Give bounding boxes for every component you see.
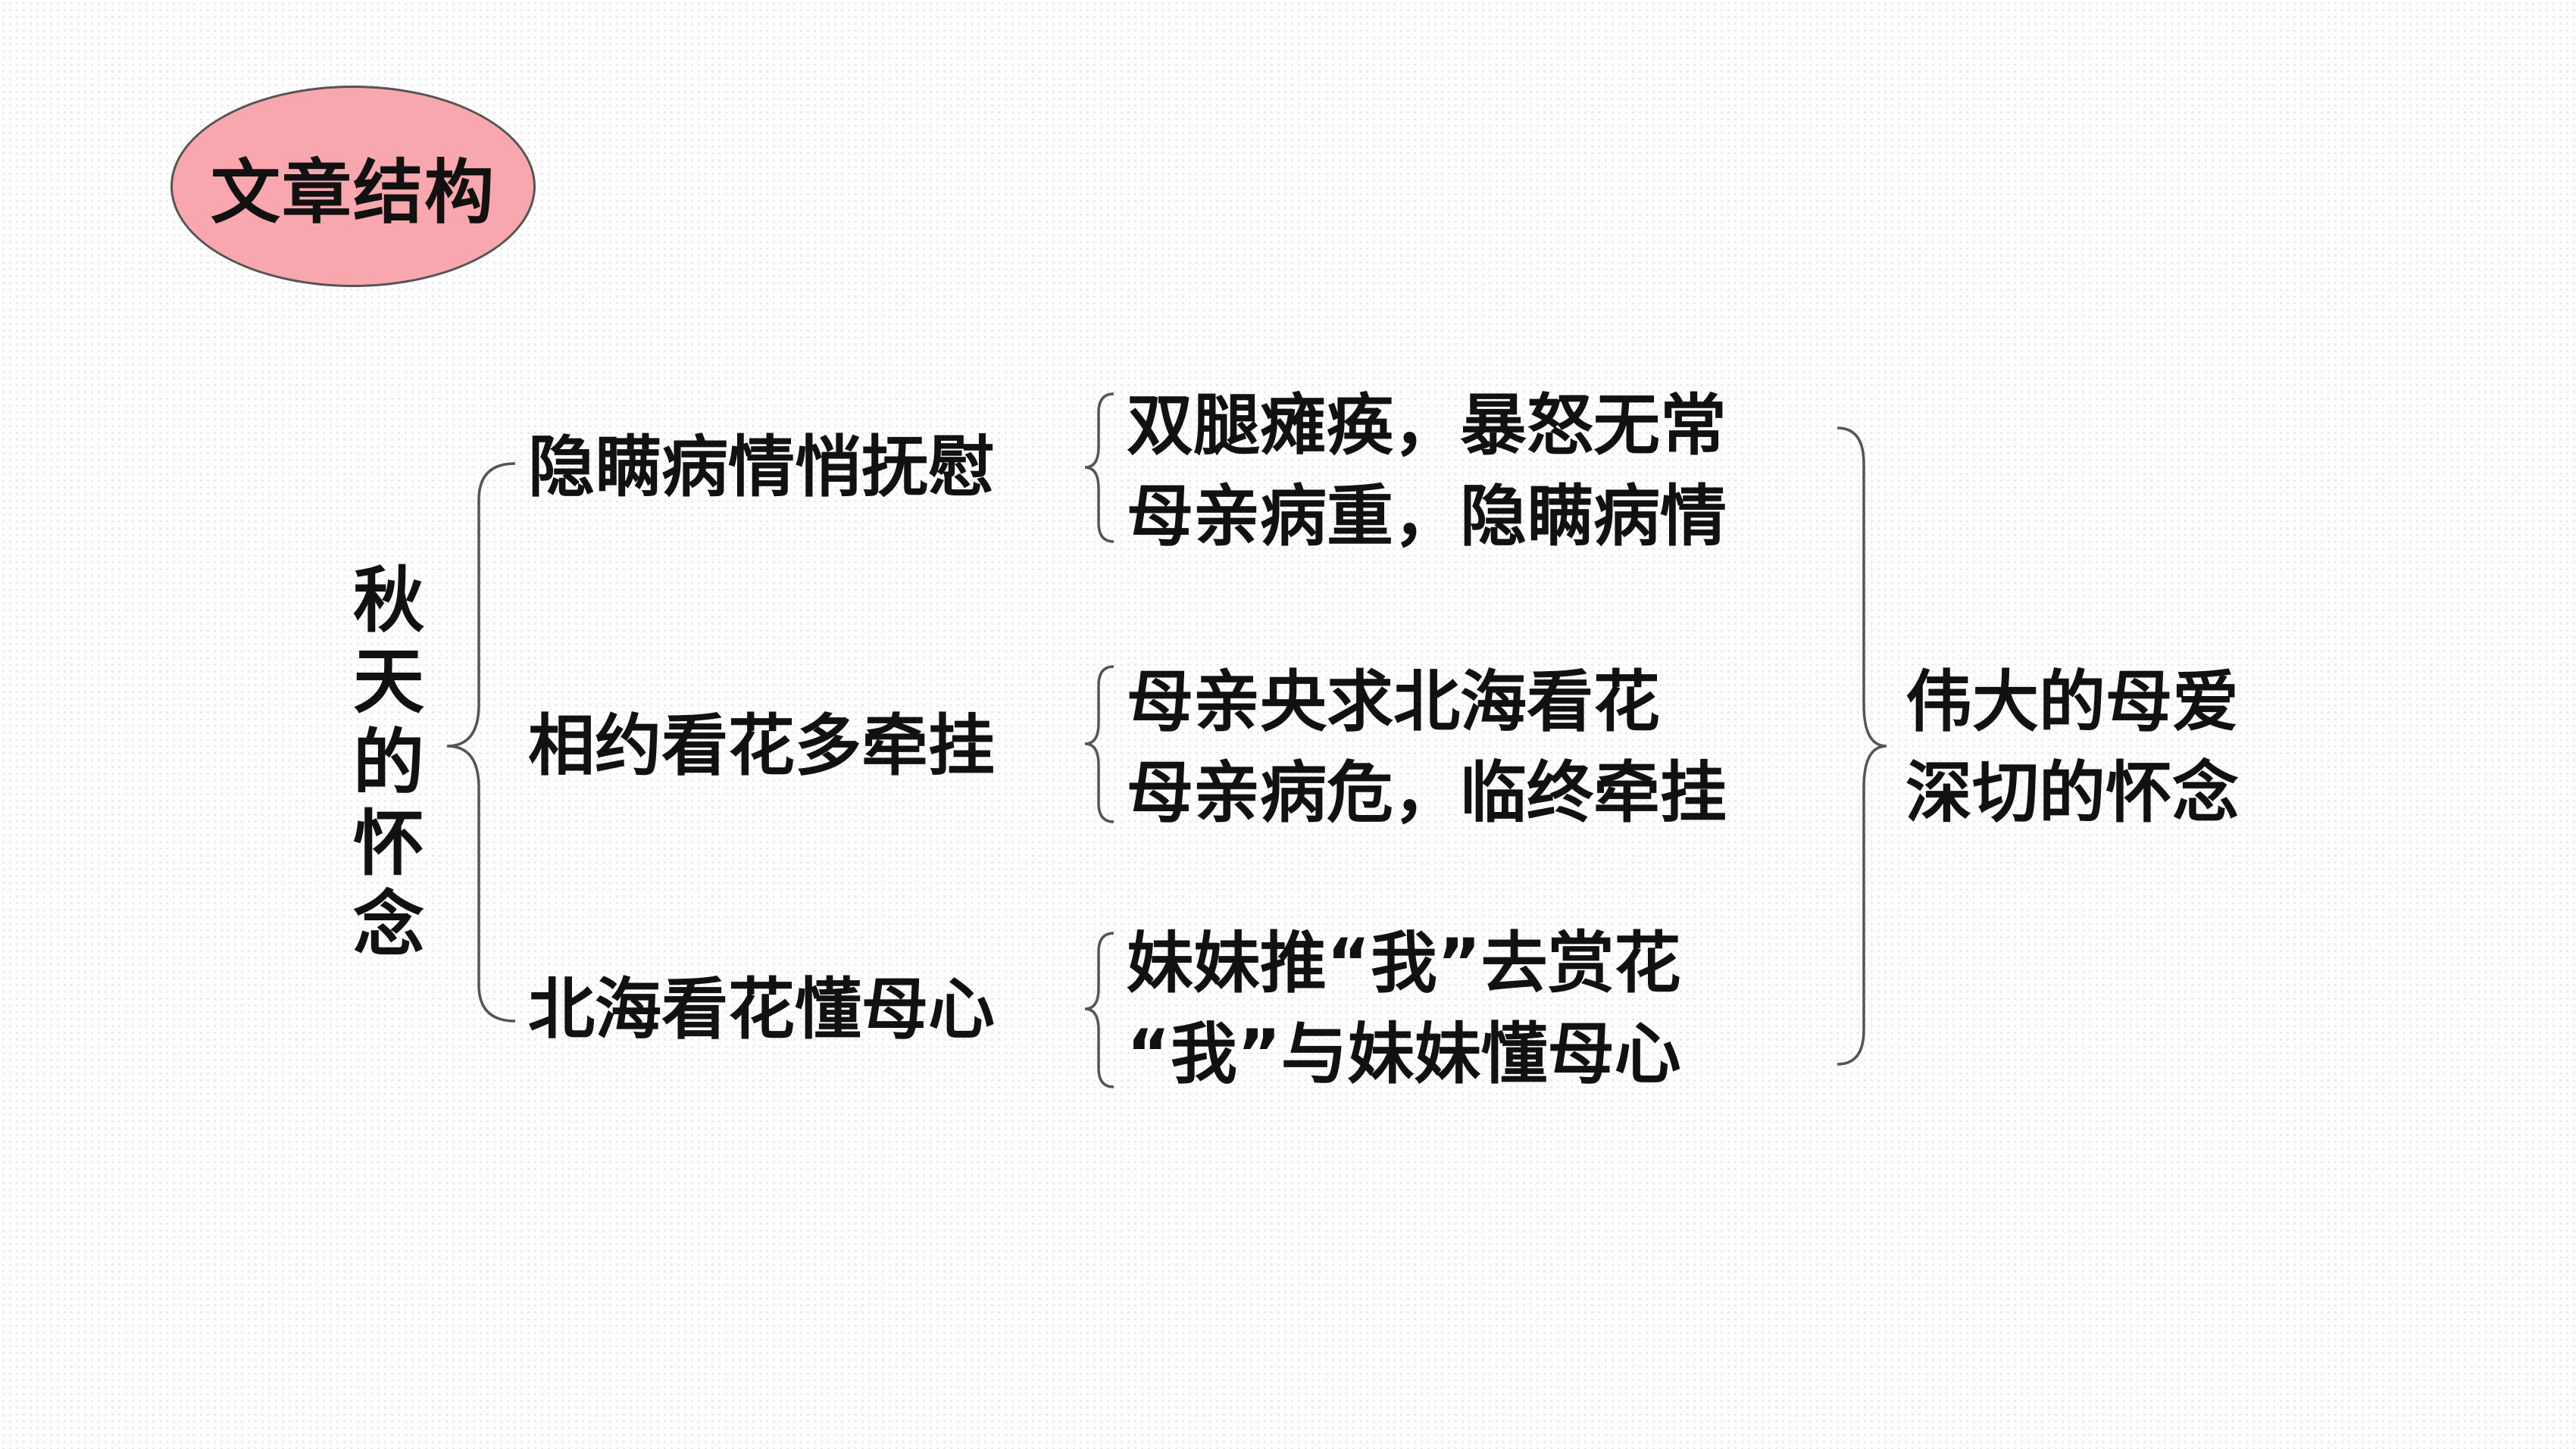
detail-line: 双腿瘫痪，暴怒无常 [1127, 386, 1727, 464]
section-title: 文章结构 [210, 151, 496, 233]
branch-2-details: 母亲央求北海看花 母亲病危，临终牵挂 [1127, 657, 1727, 838]
detail-line: 妹妹推“我”去赏花 [1127, 924, 1681, 1002]
detail-line: 母亲病危，临终牵挂 [1127, 754, 1727, 832]
detail-line: 母亲病重，隐瞒病情 [1127, 477, 1727, 555]
branch-label-2: 相约看花多牵挂 [528, 707, 996, 785]
summary-block: 伟大的母爱 深切的怀念 [1905, 657, 2239, 838]
branch-2-left-brace [1084, 665, 1114, 823]
summary-right-brace [1837, 426, 1887, 1066]
summary-line-1: 伟大的母爱 [1905, 663, 2240, 741]
branch-1-left-brace [1084, 392, 1114, 543]
section-title-badge: 文章结构 [170, 86, 536, 287]
branch-label-3: 北海看花懂母心 [528, 970, 996, 1048]
detail-line: “我”与妹妹懂母心 [1127, 1015, 1681, 1093]
branch-3-details: 妹妹推“我”去赏花 “我”与妹妹懂母心 [1127, 918, 1681, 1100]
branch-label-1: 隐瞒病情悄抚慰 [528, 428, 996, 506]
summary-line-2: 深切的怀念 [1905, 754, 2240, 832]
branch-1-details: 双腿瘫痪，暴怒无常 母亲病重，隐瞒病情 [1127, 380, 1727, 562]
root-left-brace [446, 462, 516, 1023]
detail-line: 母亲央求北海看花 [1127, 663, 1661, 741]
branch-3-left-brace [1084, 932, 1114, 1088]
root-title: 秋天的怀念 [352, 560, 424, 967]
